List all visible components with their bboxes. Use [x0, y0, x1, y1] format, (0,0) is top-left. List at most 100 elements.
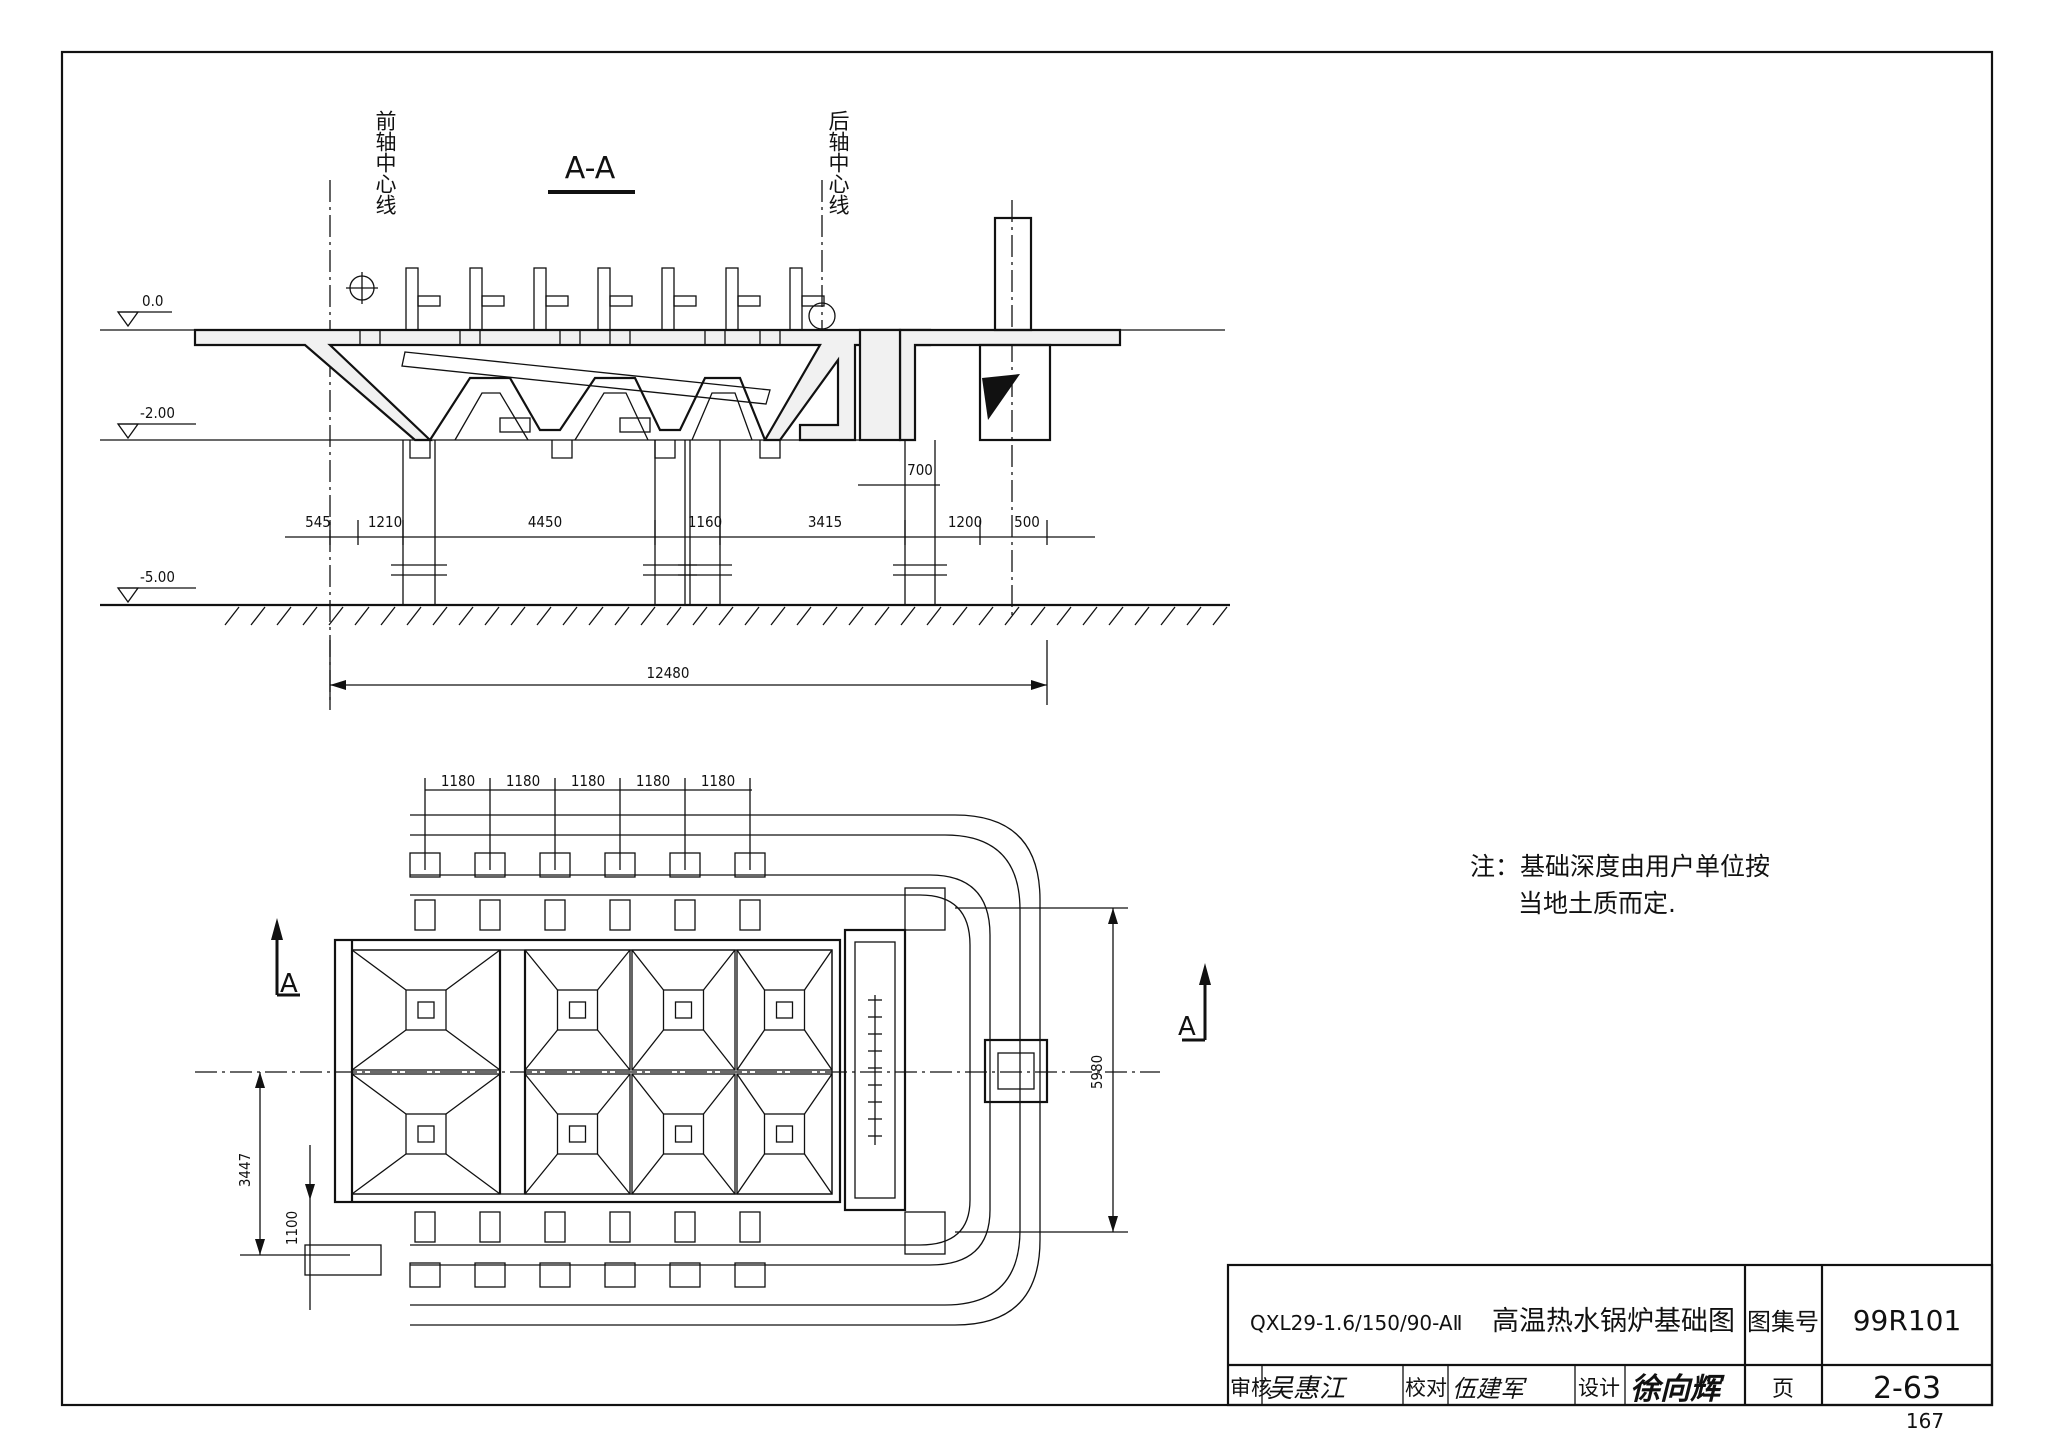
bolt-plate: [737, 295, 761, 307]
slab-pocket: [559, 330, 581, 346]
ground-hatch-stroke: [640, 606, 656, 626]
cell-pit: [556, 1113, 599, 1155]
grate-cell: [631, 1073, 736, 1195]
ground-hatch-stroke: [432, 606, 448, 626]
cell-slope: [631, 1073, 736, 1195]
bolt-plate: [609, 295, 633, 307]
cell-slope: [351, 1073, 501, 1195]
ground-hatch-stroke: [588, 606, 604, 626]
grate-cell: [351, 949, 501, 1071]
anchor-bolt: [725, 267, 739, 331]
bolt-bottom: [414, 1211, 436, 1243]
plan-dim-1100: 1100: [283, 1211, 301, 1245]
hopper-block-2: [619, 417, 651, 433]
anchor-bolts: [359, 267, 825, 459]
ground-hatch-stroke: [614, 606, 630, 626]
anchor-bolt: [469, 267, 483, 331]
bolt-top: [479, 899, 501, 931]
cell-hole: [568, 1125, 587, 1143]
section-title: A-A: [565, 151, 616, 186]
ground-hatch-stroke: [1004, 606, 1020, 626]
dim-700: 700: [907, 461, 933, 479]
cell-hole: [568, 1001, 587, 1019]
review-label: 审核: [1230, 1376, 1272, 1400]
svg-text:0.0: 0.0: [142, 292, 163, 310]
svg-text:-5.00: -5.00: [140, 568, 175, 586]
pier-bottom: [604, 1262, 636, 1288]
cell-pit: [405, 1113, 447, 1155]
pier-bottom: [669, 1262, 701, 1288]
dim-1210: 1210: [368, 513, 402, 531]
ground-hatch-stroke: [536, 606, 552, 626]
ground-hatch-stroke: [484, 606, 500, 626]
ground-hatch-stroke: [354, 606, 370, 626]
ground-hatch-stroke: [822, 606, 838, 626]
ground-hatch-stroke: [1160, 606, 1176, 626]
ground-hatch-stroke: [692, 606, 708, 626]
ground-hatch-stroke: [796, 606, 812, 626]
plan-dim-5: 1180: [701, 772, 735, 790]
ground-hatch-stroke: [1082, 606, 1098, 626]
cell-pit: [556, 989, 599, 1031]
bolt-top: [739, 899, 761, 931]
pier-bottom: [409, 1262, 441, 1288]
ground-hatch-stroke: [952, 606, 968, 626]
anchor-bolt: [533, 267, 547, 331]
page-label: 页: [1772, 1377, 1794, 1402]
level-marker-5: -5.00: [116, 568, 196, 604]
pier-top: [669, 852, 701, 878]
ground-hatch-stroke: [874, 606, 890, 626]
plan-view: 1180 1180 1180 1180 1180: [195, 772, 1211, 1326]
bolt-top: [414, 899, 436, 931]
drawing-title: 高温热水锅炉基础图: [1492, 1306, 1735, 1337]
chimney-plan-outer: [983, 1038, 1049, 1104]
ash-extractor-outer: [843, 928, 907, 1212]
ground-hatch-stroke: [328, 606, 344, 626]
grate-cell: [524, 1073, 631, 1195]
cell-pit: [763, 1113, 806, 1155]
sheet-border: [60, 50, 1994, 1407]
plan-dim-4: 1180: [636, 772, 670, 790]
cell-pit: [405, 989, 447, 1031]
dim-12480: 12480: [647, 664, 690, 682]
ground-hatch-stroke: [510, 606, 526, 626]
front-pipe-symbol: [346, 272, 378, 304]
dim-row-ticks: [329, 520, 1048, 545]
hopper-pocket: [409, 440, 431, 459]
anchor-bolt: [661, 267, 675, 331]
ground-hatch-stroke: [718, 606, 734, 626]
hopper-block-1: [499, 417, 531, 433]
cell-slope: [736, 949, 833, 1071]
ground-hatch-stroke: [1212, 606, 1228, 626]
anchor-bolt: [789, 267, 803, 331]
ground-hatch-stroke: [848, 606, 864, 626]
cell-slope: [631, 949, 736, 1071]
note-line-2: 当地土质而定.: [1518, 889, 1676, 918]
ground-hatch-stroke: [744, 606, 760, 626]
ash-hopper-outline: [429, 376, 767, 441]
ground-hatch-stroke: [1108, 606, 1124, 626]
flue-duct-2: [410, 834, 1021, 1306]
pier-rear-bottom: [904, 1211, 946, 1255]
anchor-bolt: [405, 267, 419, 331]
design-label: 设计: [1578, 1376, 1620, 1400]
section-cut-right: A: [1178, 963, 1211, 1042]
cell-hole: [417, 1125, 435, 1143]
chimney-upper: [993, 216, 1033, 332]
bolt-bottom: [674, 1211, 696, 1243]
dim-1200: 1200: [948, 513, 982, 531]
cell-slope: [351, 949, 501, 1071]
bolt-top: [609, 899, 631, 931]
columns: [391, 440, 947, 605]
cell-pit: [763, 989, 806, 1031]
svg-text:A: A: [280, 969, 298, 999]
level-marker-0: 0.0: [116, 292, 172, 328]
chimney-plan-inner: [997, 1052, 1035, 1090]
slab-pocket: [359, 330, 381, 346]
rear-wall: [858, 328, 902, 442]
flue-duct-outer: [410, 814, 1041, 1326]
bolt-bottom: [479, 1211, 501, 1243]
hopper-pocket: [759, 440, 781, 459]
ground-hatch-stroke: [458, 606, 474, 626]
